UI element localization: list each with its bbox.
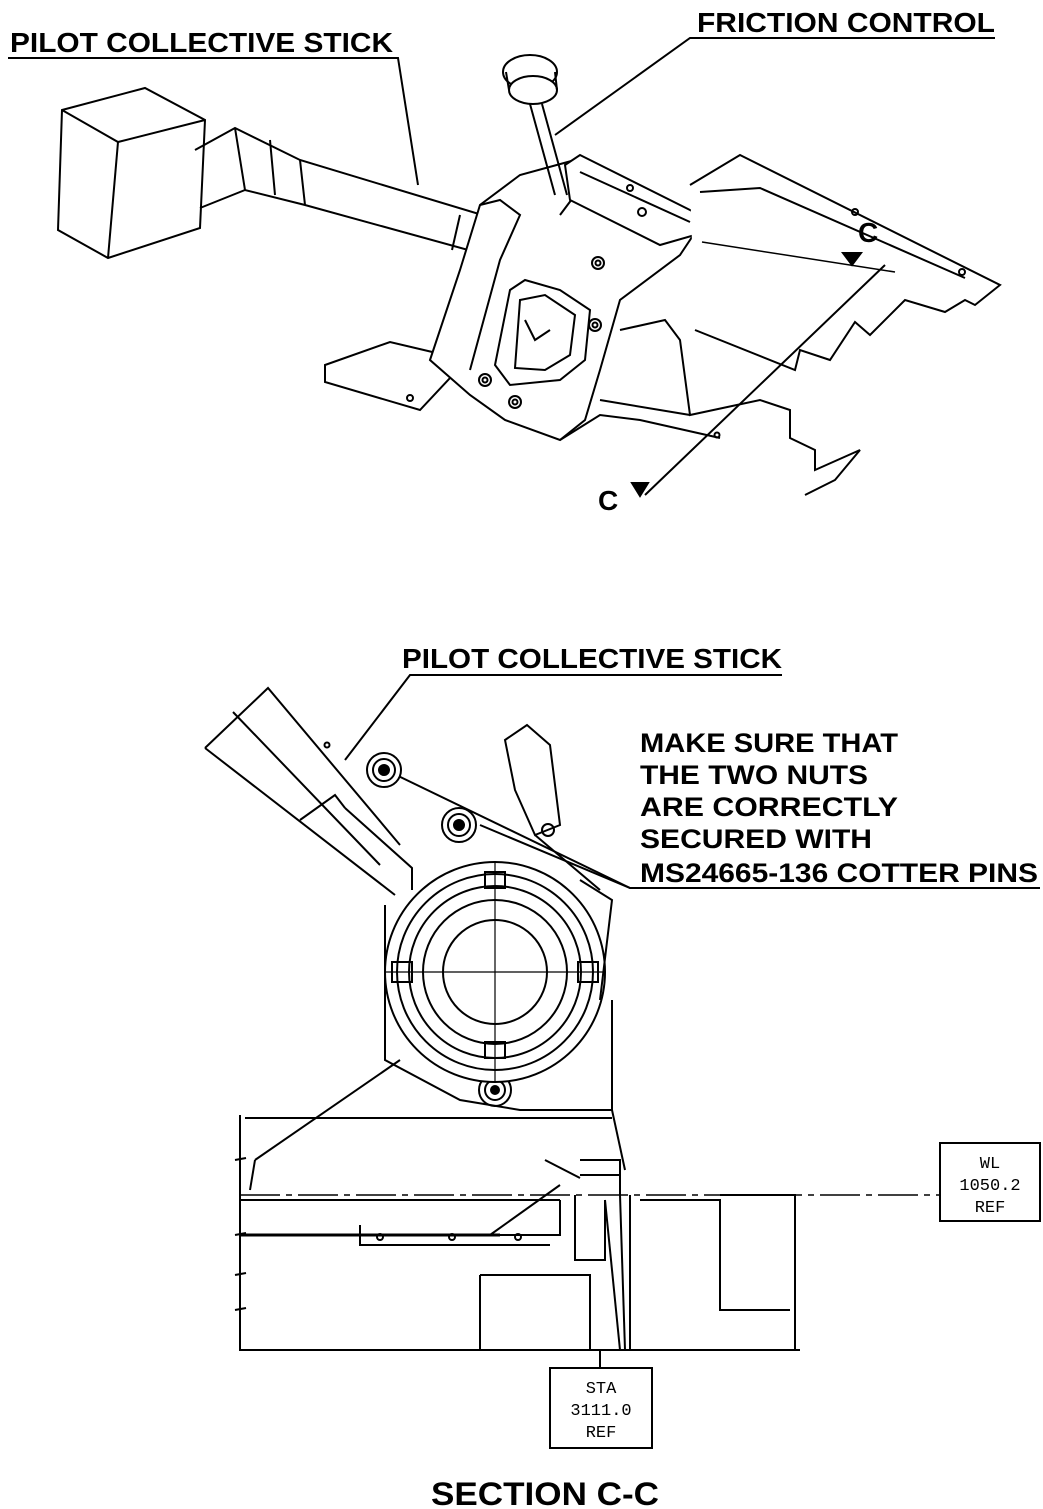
friction-knob [502,54,568,196]
sta-value: 3111.0 [570,1402,631,1421]
wl-label: WL [980,1155,1000,1174]
wl-ref: REF [975,1199,1006,1218]
wl-value: 1050.2 [959,1177,1020,1196]
note-line-5: MS24665-136 COTTER PINS [640,858,1038,888]
label-collective-section: PILOT COLLECTIVE STICK [402,643,782,674]
note-line-3: ARE CORRECTLY [640,792,898,822]
sta-ref-text: STA 3111.0 REF [570,1380,631,1443]
section-line-c [630,241,896,498]
section-view [204,674,1041,1449]
collective-shaft [194,126,566,273]
friction-bracket [563,153,702,247]
wl-ref-box [939,1142,1041,1222]
friction-rod-section [503,723,601,891]
section-housing [245,905,626,1171]
nut-upper [366,752,402,788]
section-arrow-upper [841,252,863,267]
pivot-bearing [384,861,614,1083]
section-arrow-lower [630,482,650,498]
note-line-2: THE TWO NUTS [640,760,868,790]
wl-ref-text: WL 1050.2 REF [959,1155,1020,1218]
nut-middle [441,807,477,843]
label-collective-top: PILOT COLLECTIVE STICK [10,27,393,58]
note-line-4: SECURED WITH [640,824,872,854]
section-mark-lower: C [598,485,618,516]
base-flange-left [324,340,452,412]
section-title: SECTION C-C [431,1476,659,1509]
isometric-view [8,37,1002,498]
collective-grip [56,86,207,260]
cotter-pin-note: MAKE SURE THAT THE TWO NUTS ARE CORRECTL… [640,728,1038,888]
section-mark-upper: C [858,217,878,248]
label-friction-control: FRICTION CONTROL [697,7,995,38]
leader-collective-section [344,674,782,761]
sta-ref: REF [586,1424,617,1443]
sta-label: STA [586,1380,617,1399]
floor-structure [234,1059,940,1351]
sta-ref-box [549,1367,653,1449]
stick-section [204,686,413,896]
leader-collective-top [8,57,419,186]
note-line-1: MAKE SURE THAT [640,728,899,758]
floor-panel [559,153,1002,496]
leader-friction [554,37,995,136]
